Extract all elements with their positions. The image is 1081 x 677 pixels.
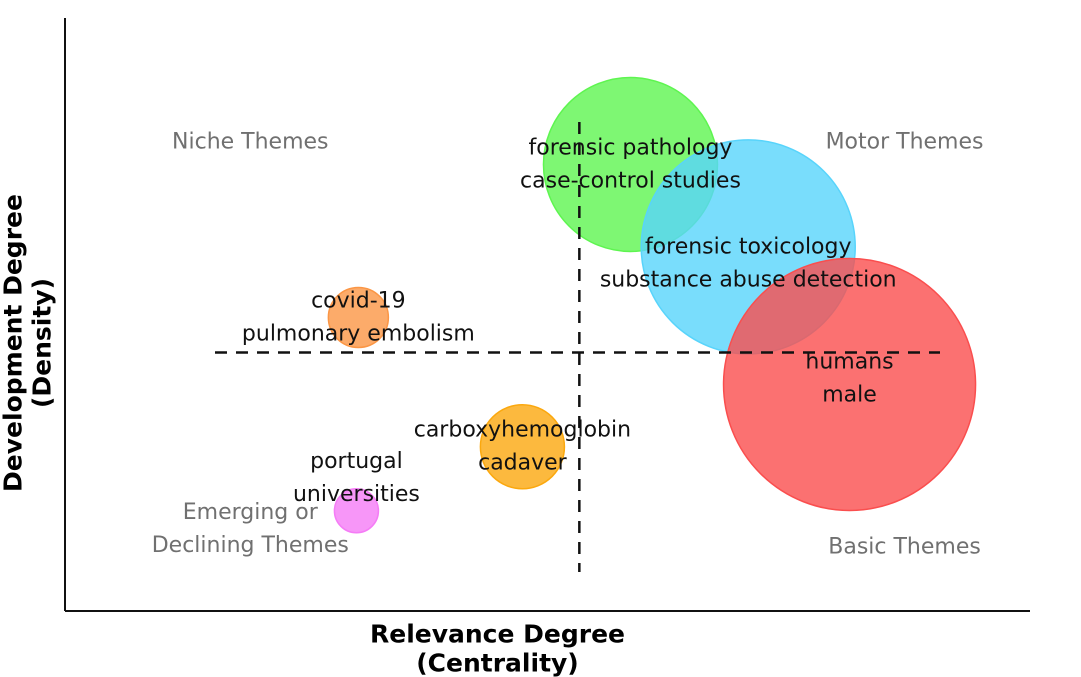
- bubble-4[interactable]: [327, 286, 390, 349]
- bubble-2-label-line-1: forensic toxicology: [645, 235, 852, 260]
- quadrant-label-4-line-1: Basic Themes: [828, 534, 981, 559]
- bubble-4-label-line-1: covid-19: [311, 288, 406, 313]
- quadrant-label-3-line-2: Declining Themes: [152, 533, 349, 558]
- bubble-5-label-line-1: carboxyhemoglobin: [414, 418, 631, 443]
- x-axis-title-line-1: Relevance Degree: [370, 620, 625, 649]
- axis-titles: Relevance Degree(Centrality) Development …: [0, 194, 625, 677]
- y-axis-title-line-2: (Density): [28, 278, 57, 408]
- bubble-3-label-line-2: male: [822, 383, 877, 408]
- bubbles-layer: [327, 76, 977, 534]
- bubble-2-label-line-2: substance abuse detection: [600, 268, 897, 293]
- threshold-lines: [215, 122, 940, 572]
- bubble-1-label-line-1: forensic pathology: [529, 135, 733, 160]
- bubble-6-label-line-1: portugal: [310, 449, 403, 474]
- bubble-1-label-line-2: case-control studies: [520, 168, 741, 193]
- x-axis-title-line-2: (Centrality): [416, 649, 579, 677]
- y-axis-title-line-1: Development Degree: [0, 194, 28, 492]
- bubble-3-label-line-1: humans: [805, 350, 893, 375]
- quadrant-label-2-line-1: Motor Themes: [826, 129, 984, 154]
- bubble-labels: forensic pathology case-control studies fo…: [242, 135, 897, 507]
- bubble-3[interactable]: [722, 257, 977, 512]
- bubble-4-label-line-2: pulmonary embolism: [242, 321, 475, 346]
- axes: [64, 18, 1030, 612]
- quadrant-label-3-line-1: Emerging or: [183, 500, 319, 525]
- bubble-5-label-line-2: cadaver: [478, 451, 568, 476]
- bubble-6-label-line-2: universities: [293, 482, 420, 507]
- bubble-6[interactable]: [333, 488, 380, 534]
- quadrant-label-1-line-1: Niche Themes: [172, 129, 328, 154]
- y-axis-title: Development Degree(Density): [0, 194, 57, 492]
- bubble-5[interactable]: [479, 403, 566, 490]
